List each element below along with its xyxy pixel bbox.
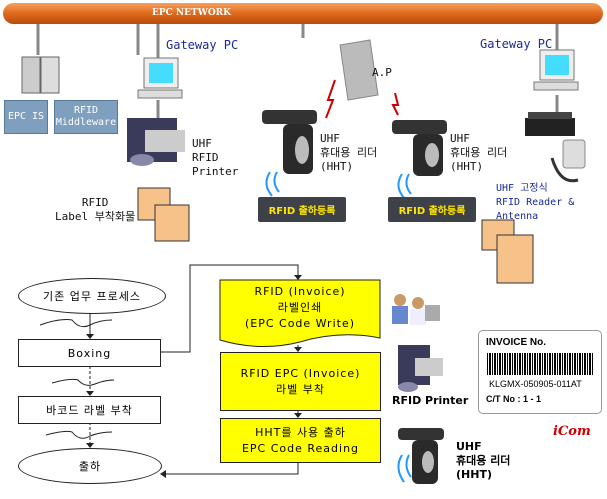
invoice-label: INVOICE No. KLGMX-050905-011AT C/T No : …	[478, 330, 602, 414]
hht-icon	[398, 428, 444, 484]
invoice-number: KLGMX-050905-011AT	[489, 379, 582, 389]
gateway-pc-left: Gateway PC	[166, 38, 239, 52]
rfid-printer-icon	[127, 118, 185, 166]
ap-label: A.P	[372, 66, 392, 79]
hht-icon	[262, 110, 317, 174]
barcode	[487, 353, 593, 375]
gateway-pc-right: Gateway PC	[480, 37, 553, 51]
people-icon	[392, 294, 440, 325]
step1-shape	[219, 279, 381, 347]
signal-icon	[391, 92, 400, 116]
cargo-box-icon	[137, 187, 534, 284]
network-label: EPC NETWORK	[152, 8, 231, 18]
pc-icon	[137, 57, 183, 99]
step2-box: RFID EPC (Invoice)라벨 부착	[220, 352, 381, 411]
hht-icon	[392, 120, 447, 176]
icom-logo: iCom	[553, 424, 591, 439]
carton-number: C/T No : 1 - 1	[486, 394, 542, 404]
existing-process: 기존 업무 프로세스	[18, 278, 166, 314]
epc-is-box: EPC IS	[4, 100, 48, 134]
step1-label: RFID (Invoice)라벨인쇄(EPC Code Write)	[244, 285, 356, 330]
signal-icon	[325, 79, 336, 119]
access-point-icon	[339, 39, 379, 101]
epc-network-bar	[3, 3, 603, 24]
boxing-step: Boxing	[18, 339, 161, 367]
fixed-reader-icon	[525, 112, 586, 183]
rfid-register-button-1[interactable]: RFID 출하등록	[258, 197, 346, 222]
pc-icon	[533, 49, 579, 91]
rfid-printer-icon	[398, 345, 443, 392]
rfid-register-button-2[interactable]: RFID 출하등록	[388, 197, 476, 222]
wave-icon	[265, 171, 412, 483]
server-icon	[21, 56, 60, 94]
printer-caption: RFID Printer	[392, 394, 469, 407]
ship-step: 출하	[18, 448, 162, 484]
invoice-title: INVOICE No.	[486, 337, 547, 348]
barcode-step: 바코드 라벨 부착	[18, 396, 161, 424]
